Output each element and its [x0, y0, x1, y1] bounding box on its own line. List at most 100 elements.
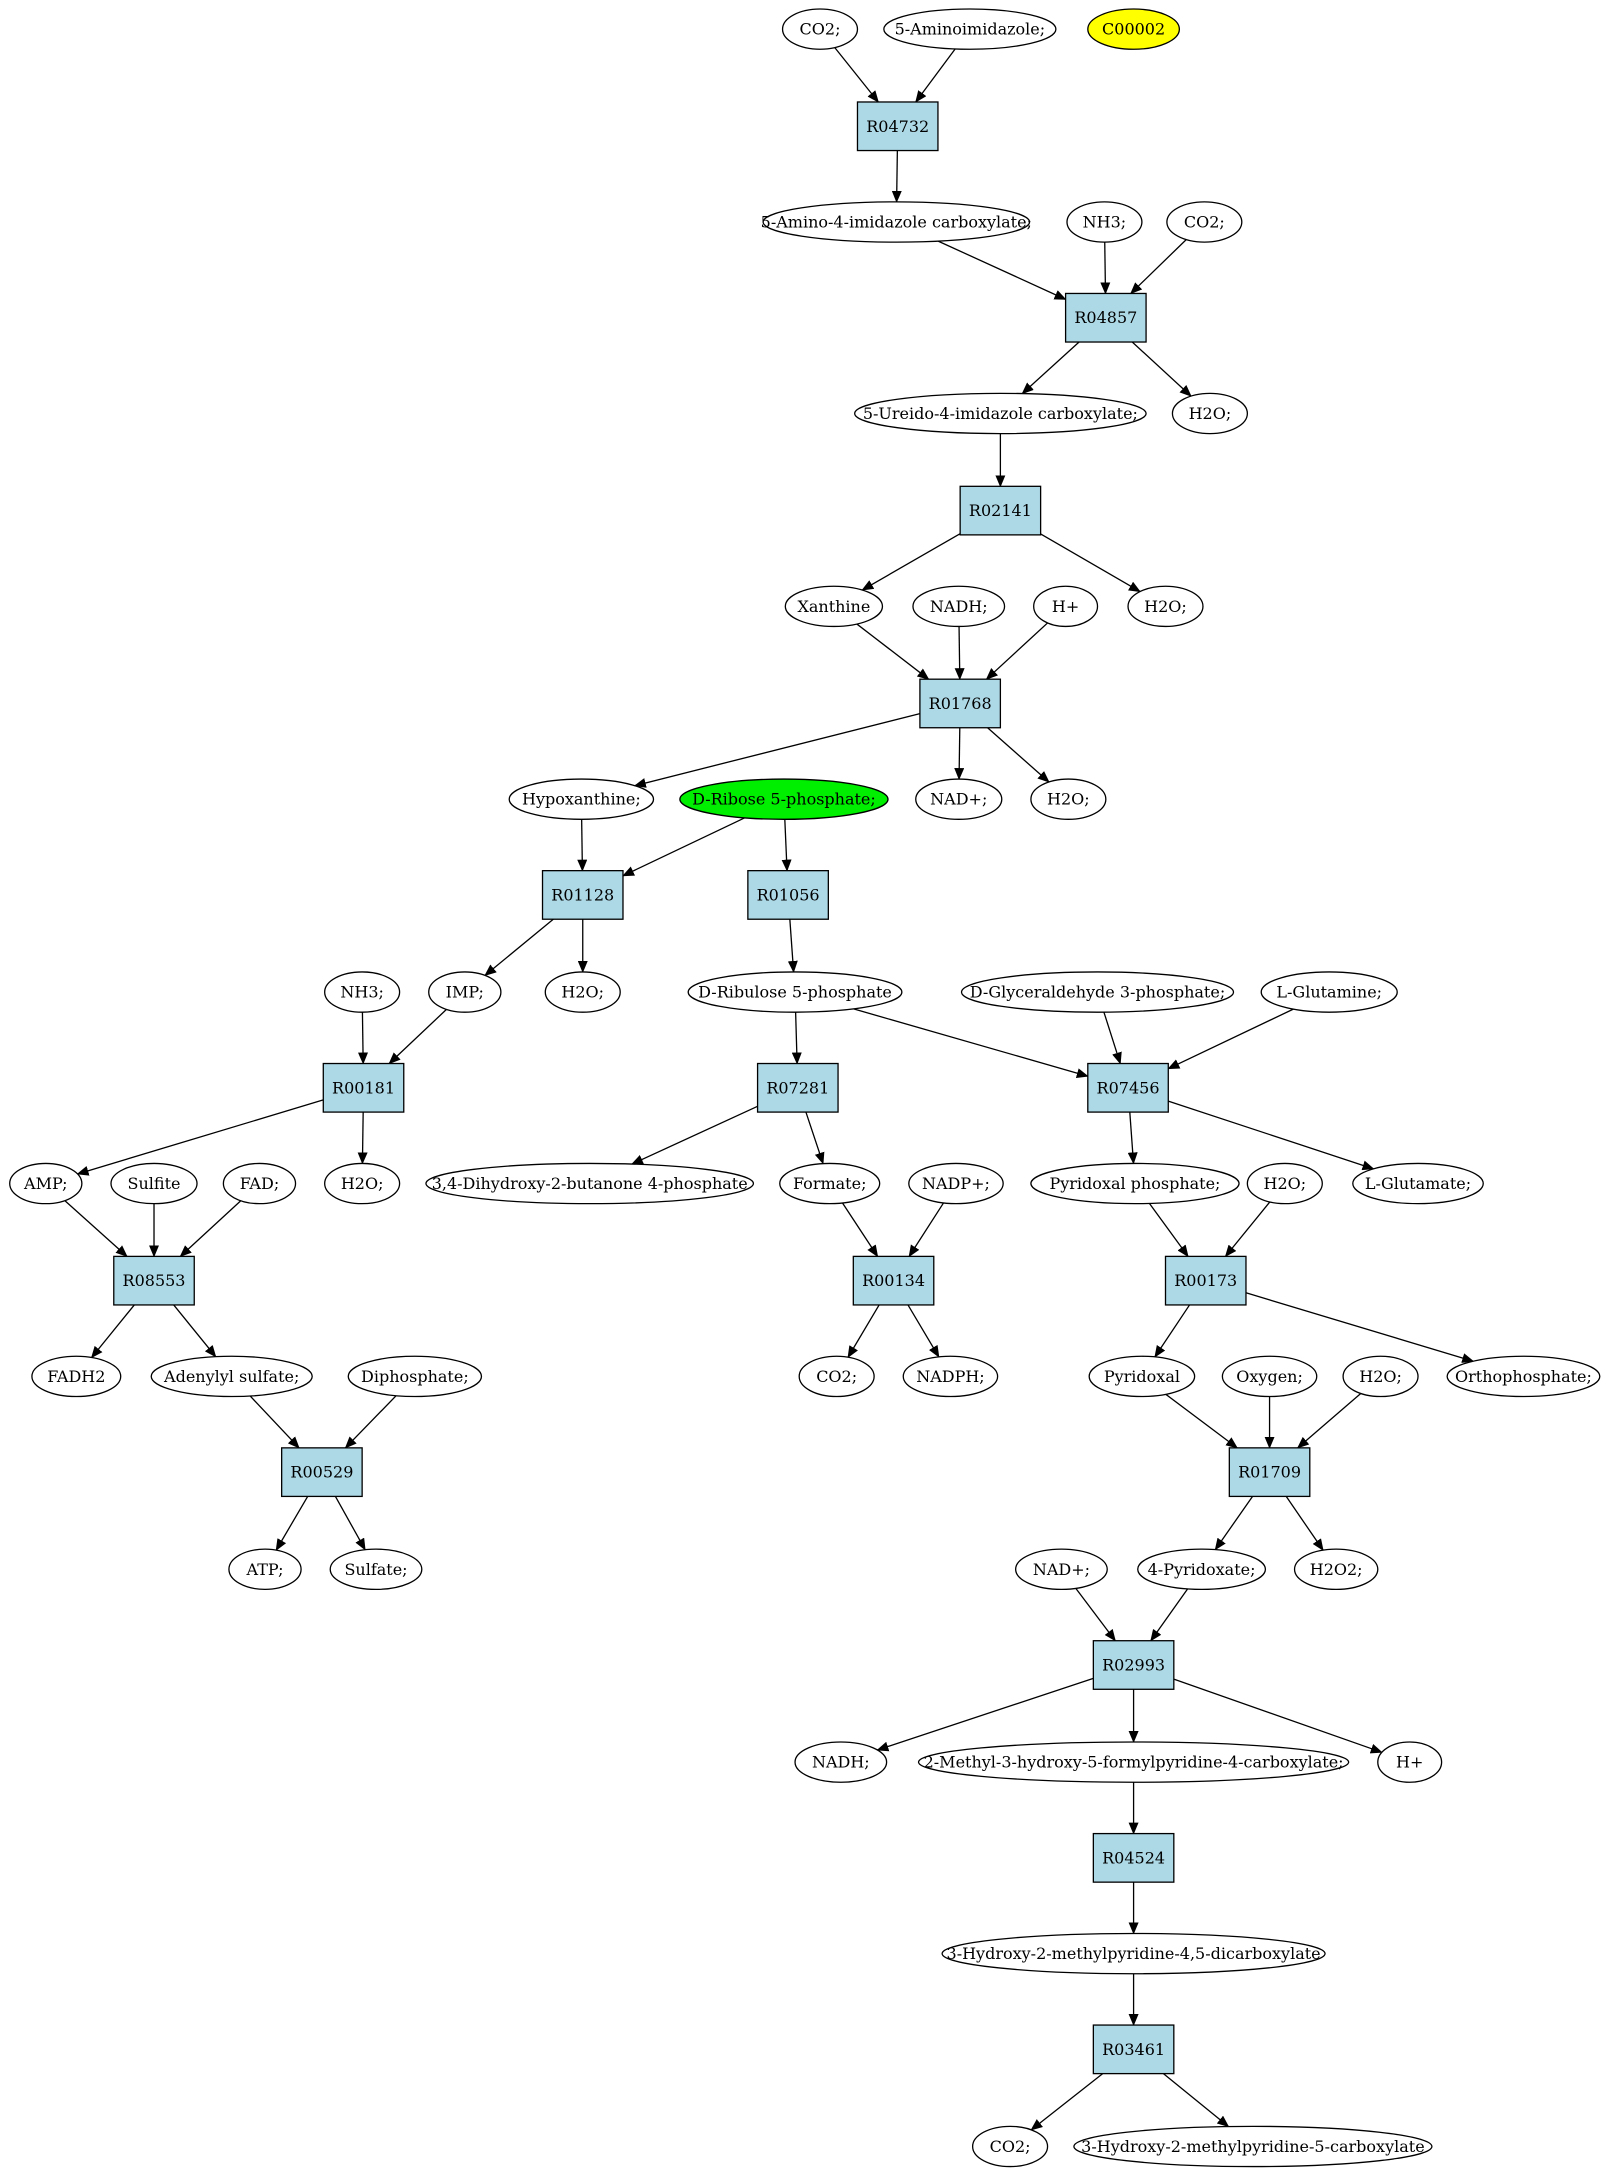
- compound-node-m_diphosphate[interactable]: Diphosphate;: [347, 1355, 483, 1398]
- reaction-box: [1087, 1062, 1169, 1113]
- compound-node-m_nh3_a[interactable]: NH3;: [1066, 201, 1143, 243]
- node-label: Hypoxanthine;: [522, 790, 641, 809]
- compound-node-m_nadh_a[interactable]: NADH;: [912, 585, 1006, 628]
- compound-node-m_hydroxy_methylpyridine_dicarboxylate[interactable]: 3-Hydroxy-2-methylpyridine-4,5-dicarboxy…: [941, 1932, 1326, 1975]
- compound-node-m_amp[interactable]: AMP;: [9, 1162, 83, 1205]
- compound-node-m_hplus_b[interactable]: H+: [1377, 1741, 1443, 1783]
- edge-r_R00173-to-m_pyridoxal: [1154, 1304, 1191, 1358]
- compound-node-m_h2o_e[interactable]: H2O;: [324, 1162, 401, 1205]
- reaction-node-r_R01128[interactable]: R01128: [541, 870, 624, 920]
- edges-layer: [64, 47, 1475, 2131]
- compound-node-m_amino_imidazole_carboxylate[interactable]: 5-Amino-4-imidazole carboxylate;: [761, 201, 1032, 243]
- compound-node-m_formate[interactable]: Formate;: [779, 1162, 881, 1205]
- reaction-box: [1228, 1447, 1311, 1498]
- reaction-box: [919, 678, 1002, 729]
- compound-node-m_hplus_a[interactable]: H+: [1033, 585, 1099, 628]
- reaction-node-r_R02993[interactable]: R02993: [1092, 1640, 1175, 1690]
- compound-node-m_nh3_b[interactable]: NH3;: [324, 971, 401, 1013]
- compound-node-m_h2o_g[interactable]: H2O;: [1342, 1355, 1419, 1398]
- reaction-node-r_R01709[interactable]: R01709: [1228, 1447, 1311, 1498]
- reaction-node-r_R04524[interactable]: R04524: [1092, 1832, 1175, 1883]
- edge-r_R02993-to-m_nadh_b: [876, 1677, 1094, 1752]
- compound-node-m_pyridoxal_phosphate[interactable]: Pyridoxal phosphate;: [1030, 1162, 1240, 1205]
- node-label: H2O;: [1264, 1174, 1307, 1193]
- compound-node-m_ureido_imidazole_carboxylate[interactable]: 5-Ureido-4-imidazole carboxylate;: [854, 392, 1147, 435]
- compound-node-m_nadpplus[interactable]: NADP+;: [908, 1162, 1004, 1205]
- compound-node-m_h2o_d[interactable]: H2O;: [544, 971, 621, 1013]
- reaction-node-r_R04732[interactable]: R04732: [856, 101, 939, 152]
- compound-node-m_nadph[interactable]: NADPH;: [902, 1355, 999, 1398]
- edge-m_pyridoxate-to-r_R02993: [1150, 1588, 1189, 1642]
- compound-node-m_pyridoxal[interactable]: Pyridoxal: [1088, 1355, 1196, 1398]
- compound-node-m_nadh_b[interactable]: NADH;: [794, 1741, 888, 1783]
- compound-node-m_h2o_b[interactable]: H2O;: [1127, 585, 1204, 628]
- node-label: Xanthine: [797, 597, 870, 616]
- compound-node-m_nadplus_b[interactable]: NAD+;: [1015, 1548, 1108, 1591]
- compound-node-m_nadplus_a[interactable]: NAD+;: [915, 778, 1003, 820]
- compound-ellipse: [329, 1548, 423, 1591]
- reaction-node-r_R02141[interactable]: R02141: [959, 485, 1042, 536]
- compound-node-m_fad[interactable]: FAD;: [222, 1162, 297, 1205]
- compound-node-m_sulfite[interactable]: Sulfite: [110, 1162, 198, 1205]
- reaction-node-r_R03461[interactable]: R03461: [1092, 2024, 1175, 2075]
- compound-node-m_co2_b[interactable]: CO2;: [1166, 201, 1243, 243]
- compound-node-m_aminoimidazole[interactable]: 5-Aminoimidazole;: [883, 8, 1057, 50]
- compound-node-m_oxygen[interactable]: Oxygen;: [1221, 1355, 1318, 1398]
- reaction-node-r_R00173[interactable]: R00173: [1164, 1255, 1247, 1306]
- compound-ellipse: [679, 778, 889, 820]
- compound-node-m_atp[interactable]: ATP;: [228, 1548, 302, 1591]
- node-label: CO2;: [816, 1367, 857, 1386]
- edge-m_hypoxanthine-to-r_R01128: [577, 819, 588, 872]
- reaction-node-r_R07281[interactable]: R07281: [756, 1062, 839, 1113]
- compound-ellipse: [1246, 1162, 1323, 1205]
- node-label: R03461: [1102, 2040, 1165, 2059]
- node-label: 3-Hydroxy-2-methylpyridine-4,5-dicarboxy…: [947, 1944, 1321, 1963]
- edge-r_R04732-to-m_amino_imidazole_carboxylate: [891, 150, 902, 203]
- compound-ellipse: [1260, 971, 1398, 1013]
- compound-node-m_dihydroxybutanone4p[interactable]: 3,4-Dihydroxy-2-butanone 4-phosphate: [425, 1162, 755, 1205]
- compound-node-m_c00002[interactable]: C00002: [1087, 8, 1181, 50]
- compound-node-m_imp[interactable]: IMP;: [428, 971, 502, 1013]
- reaction-node-r_R04857[interactable]: R04857: [1064, 292, 1147, 343]
- compound-ellipse: [425, 1162, 755, 1205]
- compound-ellipse: [1171, 392, 1249, 435]
- compound-node-m_ribulose5p[interactable]: D-Ribulose 5-phosphate: [687, 971, 903, 1013]
- node-label: R08553: [123, 1271, 186, 1290]
- edge-r_R00529-to-m_sulfate: [334, 1496, 366, 1551]
- compound-node-m_hydroxy_methylpyridine_carboxylate[interactable]: 3-Hydroxy-2-methylpyridine-5-carboxylate: [1073, 2125, 1433, 2168]
- compound-node-m_co2_d[interactable]: CO2;: [971, 2125, 1049, 2168]
- node-label: ATP;: [246, 1560, 284, 1579]
- compound-node-m_glyceraldehyde3p[interactable]: D-Glyceraldehyde 3-phosphate;: [960, 971, 1235, 1013]
- compound-node-m_co2_top[interactable]: CO2;: [781, 8, 859, 50]
- reaction-node-r_R01056[interactable]: R01056: [747, 870, 829, 920]
- compound-node-m_sulfate[interactable]: Sulfate;: [329, 1548, 423, 1591]
- compound-node-m_h2o_a[interactable]: H2O;: [1171, 392, 1249, 435]
- reaction-node-r_R01768[interactable]: R01768: [919, 678, 1002, 729]
- node-label: NH3;: [1083, 213, 1127, 232]
- node-label: IMP;: [446, 983, 484, 1002]
- compound-node-m_glutamine[interactable]: L-Glutamine;: [1260, 971, 1398, 1013]
- compound-node-m_orthophosphate[interactable]: Orthophosphate;: [1446, 1355, 1601, 1398]
- node-label: 4-Pyridoxate;: [1148, 1560, 1256, 1579]
- reaction-node-r_R00134[interactable]: R00134: [852, 1255, 935, 1306]
- compound-ellipse: [1073, 2125, 1433, 2168]
- compound-node-m_hypoxanthine[interactable]: Hypoxanthine;: [508, 778, 655, 820]
- compound-node-m_h2o_f[interactable]: H2O;: [1246, 1162, 1323, 1205]
- compound-node-m_pyridoxate[interactable]: 4-Pyridoxate;: [1137, 1548, 1267, 1591]
- compound-node-m_co2_c[interactable]: CO2;: [798, 1355, 875, 1398]
- compound-node-m_ribose5p[interactable]: D-Ribose 5-phosphate;: [679, 778, 889, 820]
- compound-node-m_xanthine[interactable]: Xanthine: [784, 585, 884, 628]
- reaction-node-r_R08553[interactable]: R08553: [113, 1255, 195, 1306]
- compound-node-m_h2o2[interactable]: H2O2;: [1293, 1548, 1379, 1591]
- edge-m_hplus_a-to-r_R01768: [985, 622, 1049, 680]
- reaction-node-r_R00529[interactable]: R00529: [281, 1447, 363, 1498]
- compound-node-m_methyl_hydroxy_formylpyridine_carboxylate[interactable]: 2-Methyl-3-hydroxy-5-formylpyridine-4-ca…: [917, 1741, 1350, 1783]
- node-label: R00529: [290, 1463, 353, 1482]
- compound-node-m_fadh2[interactable]: FADH2: [31, 1355, 122, 1398]
- compound-node-m_h2o_c[interactable]: H2O;: [1030, 778, 1107, 820]
- edge-m_co2_b-to-r_R04857: [1130, 239, 1187, 295]
- reaction-node-r_R00181[interactable]: R00181: [322, 1062, 405, 1113]
- compound-node-m_adenylyl_sulfate[interactable]: Adenylyl sulfate;: [150, 1355, 313, 1398]
- reaction-node-r_R07456[interactable]: R07456: [1087, 1062, 1169, 1113]
- compound-node-m_glutamate[interactable]: L-Glutamate;: [1352, 1162, 1484, 1205]
